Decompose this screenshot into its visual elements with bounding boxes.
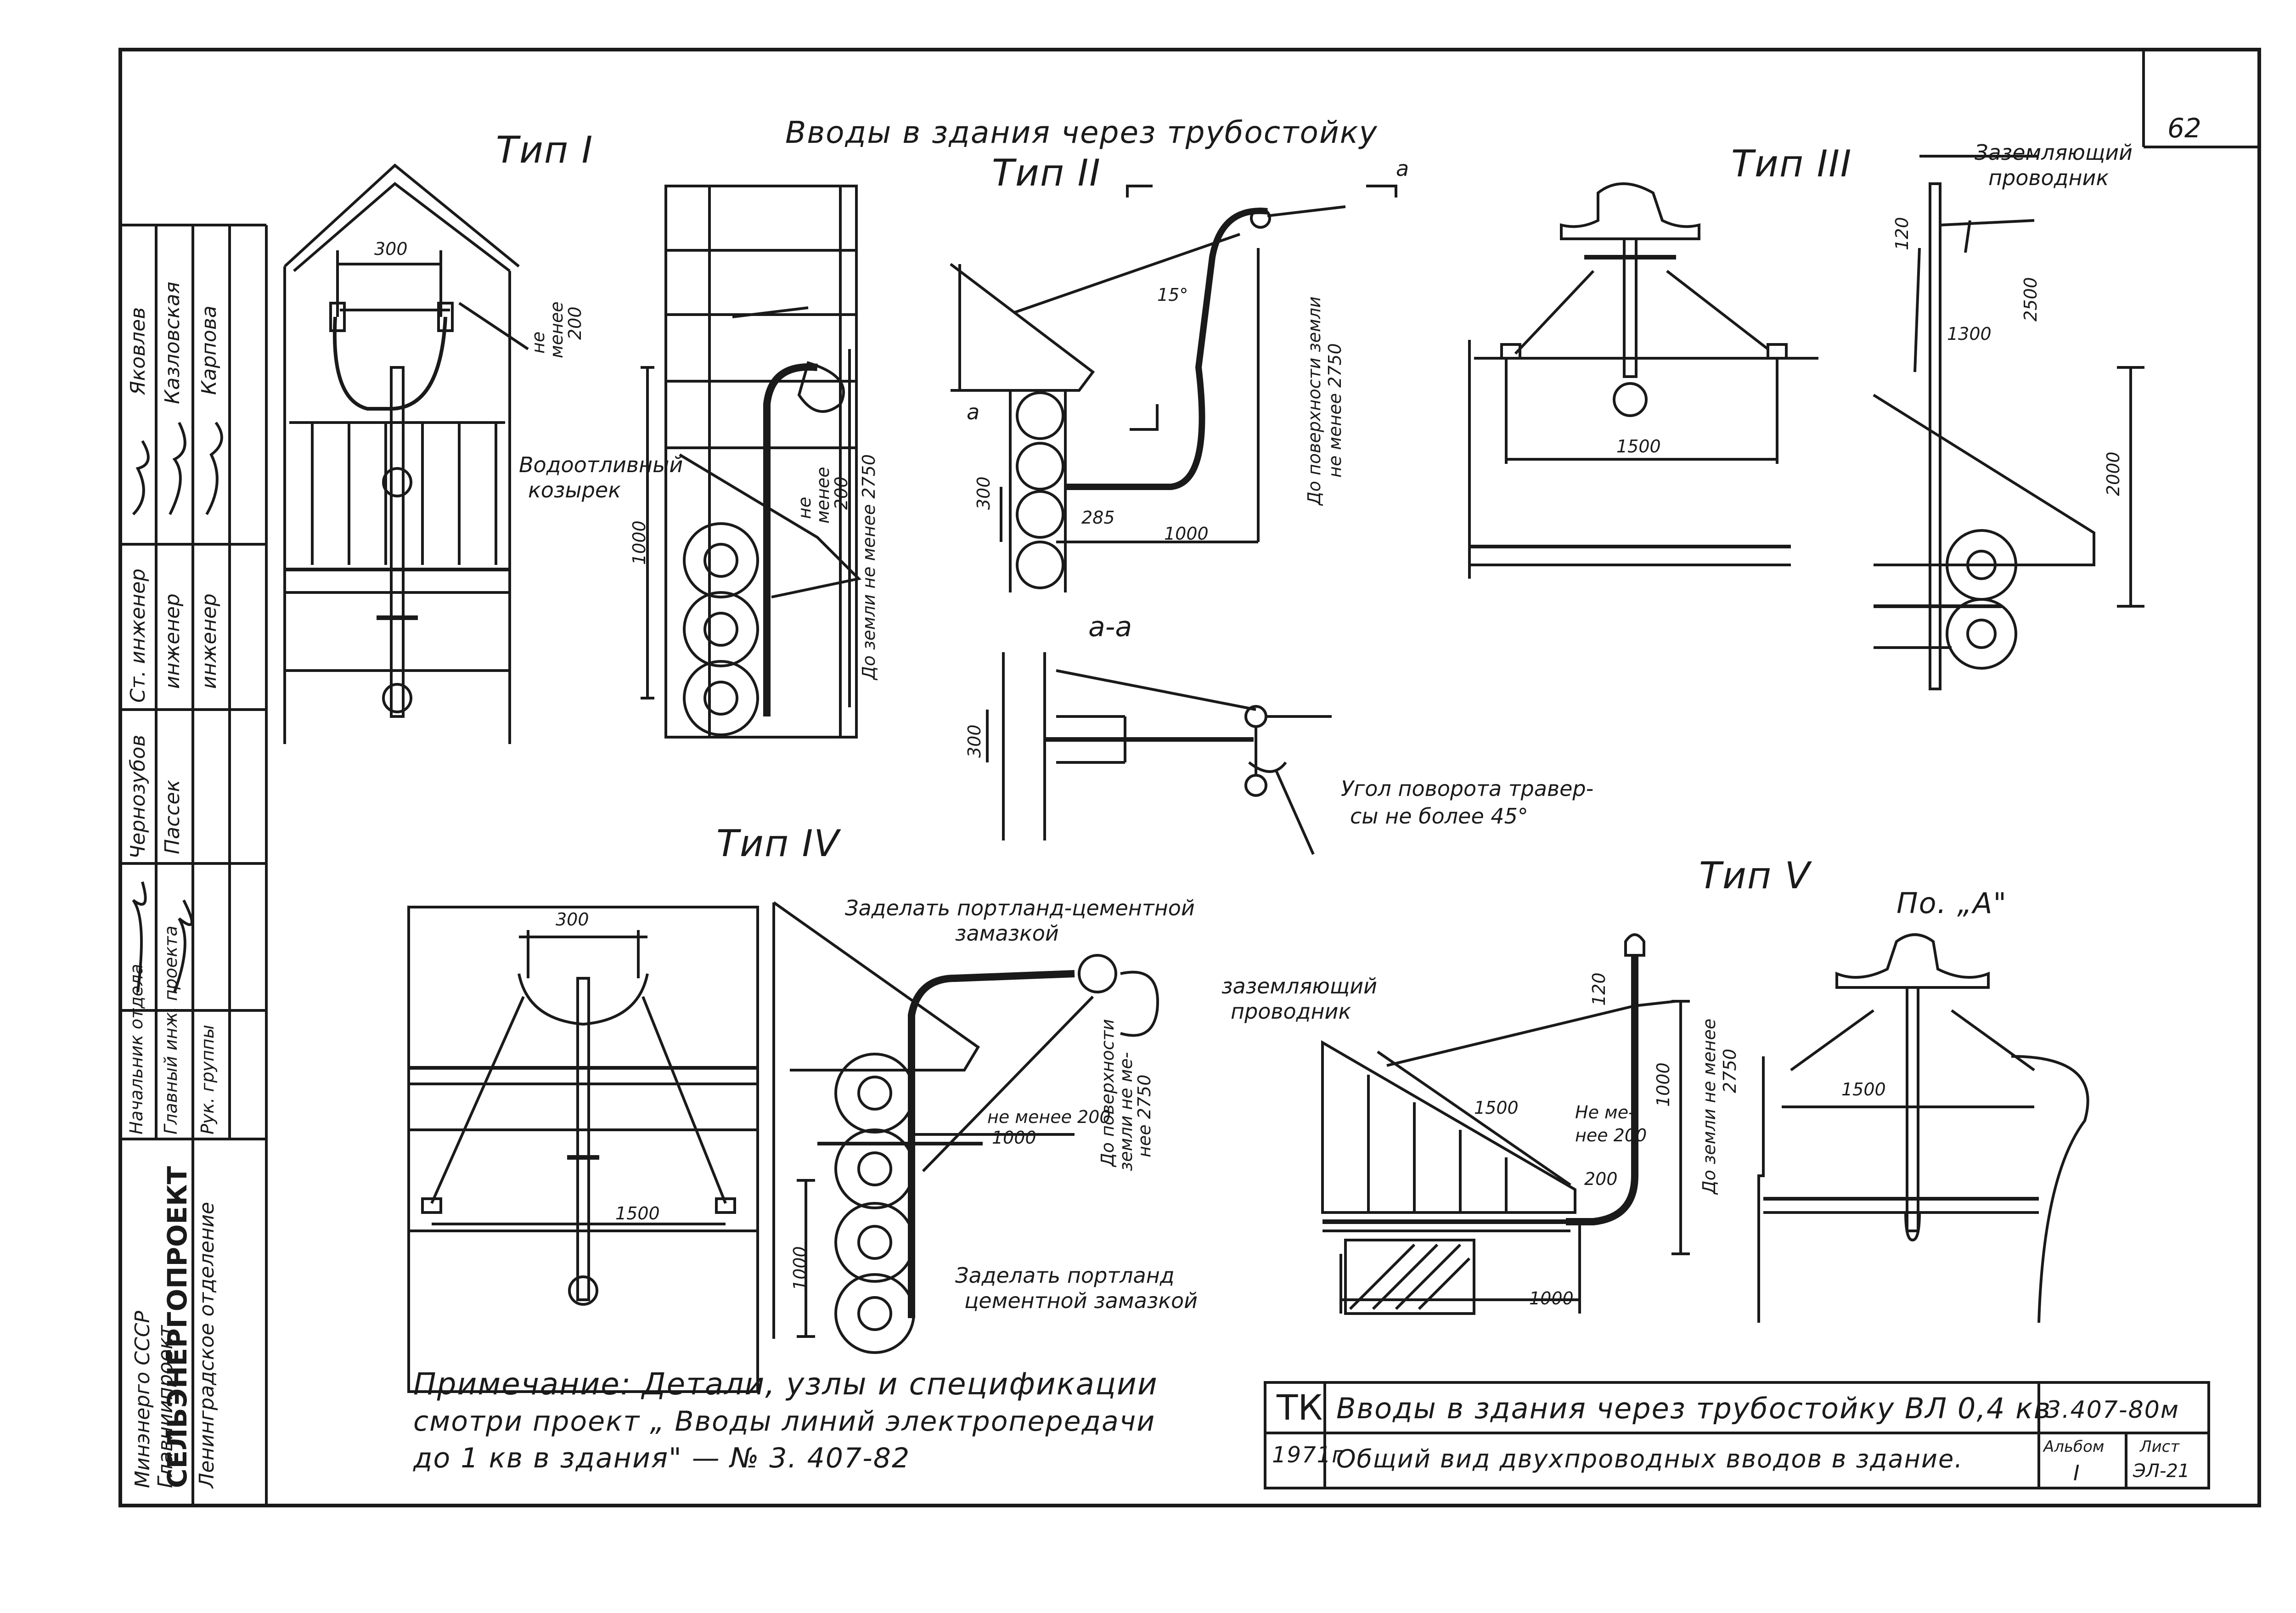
label-zadelat-bot-1: Заделать портланд: [955, 1263, 1175, 1288]
type-1-title: Тип I: [496, 129, 594, 171]
label-vodootlivny: Водоотливный: [519, 452, 683, 477]
label-ne-menee-200-t4: не менее 200: [987, 1107, 1111, 1127]
section-mark-left: а: [967, 400, 980, 424]
type-3-title: Тип III: [1731, 142, 1852, 185]
dim-1500-type4: 1500: [615, 1203, 660, 1224]
label-ugol-1: Угол поворота травер-: [1341, 776, 1594, 801]
main-title: Вводы в здания через трубостойку: [785, 115, 1378, 150]
stamp-album-value: I: [2073, 1461, 2080, 1485]
type-1-drawing: [283, 164, 529, 744]
section-aa-title: а-а: [1088, 611, 1132, 643]
label-ne-me-2: нее 200: [1575, 1125, 1647, 1145]
detail-a-title: По. „А": [1896, 886, 2008, 920]
stamp-sheet-label: Лист: [2140, 1438, 2180, 1456]
section-mark-top: а: [1396, 156, 1409, 181]
stamp-album-label: Альбом: [2043, 1438, 2105, 1456]
stamp-code: 3.407-80м: [2046, 1396, 2180, 1424]
type-4-title: Тип IV: [716, 822, 840, 865]
dim-1500-detail-a: 1500: [1841, 1079, 1886, 1100]
label-kozyrek: козырек: [528, 478, 621, 502]
dim-15deg: 15°: [1157, 285, 1188, 305]
label-zadelat-top-1: Заделать портланд-цементной: [845, 896, 1195, 920]
side-title-block: [120, 224, 268, 1506]
sheet-number: 62: [2167, 113, 2201, 144]
type-4-drawing: [407, 901, 1159, 1393]
dim-1000-type4: 1000: [992, 1128, 1036, 1148]
dim-1500-type5: 1500: [1474, 1098, 1519, 1118]
dim-1300: 1300: [1947, 324, 1992, 344]
frame: [118, 48, 2261, 1507]
label-zadelat-top-2: замазкой: [955, 921, 1059, 946]
dim-285: 285: [1081, 508, 1115, 528]
stamp-year: 1971г: [1272, 1442, 1345, 1468]
label-zazem-1: Заземляющий: [1975, 140, 2133, 165]
label-zazem-2: проводник: [1988, 165, 2109, 190]
type-2-title: Тип II: [992, 152, 1101, 194]
stamp-subtitle: Общий вид двухпроводных вводов в здание.: [1336, 1444, 1964, 1473]
note-line-1: Примечание: Детали, узлы и спецификации: [413, 1366, 1158, 1402]
dim-1500-type3: 1500: [1616, 436, 1661, 457]
note-line-3: до 1 кв в здания" — № 3. 407-82: [413, 1442, 911, 1474]
stamp-sheet-value: ЭЛ-21: [2133, 1461, 2190, 1482]
dim-1000-type2: 1000: [1164, 524, 1209, 544]
dim-300-type1: 300: [374, 239, 408, 259]
type-3-drawing: [1468, 155, 2144, 690]
dim-300-type4: 300: [556, 909, 589, 930]
label-zazem-lower-2: проводник: [1231, 999, 1351, 1024]
section-aa-drawing: [986, 652, 1332, 855]
type-5-drawing: [1321, 933, 2089, 1323]
stamp-box: [1264, 1381, 2210, 1489]
label-ne-me-1: Не ме-: [1575, 1102, 1635, 1122]
dim-200-type5: 200: [1584, 1169, 1618, 1189]
label-zadelat-bot-2: цементной замазкой: [964, 1288, 1198, 1313]
note-line-2: смотри проект „ Вводы линий электроперед…: [413, 1405, 1156, 1438]
stamp-title: Вводы в здания через трубостойку ВЛ 0,4 …: [1336, 1392, 2052, 1425]
dim-1000-type5: 1000: [1529, 1288, 1574, 1308]
label-ugol-2: сы не более 45°: [1350, 804, 1528, 829]
stamp-tk: ТК: [1277, 1387, 1323, 1428]
type-2-drawing: [641, 185, 1397, 739]
label-zazem-lower-1: заземляющий: [1221, 974, 1378, 998]
type-5-title: Тип V: [1699, 854, 1811, 897]
